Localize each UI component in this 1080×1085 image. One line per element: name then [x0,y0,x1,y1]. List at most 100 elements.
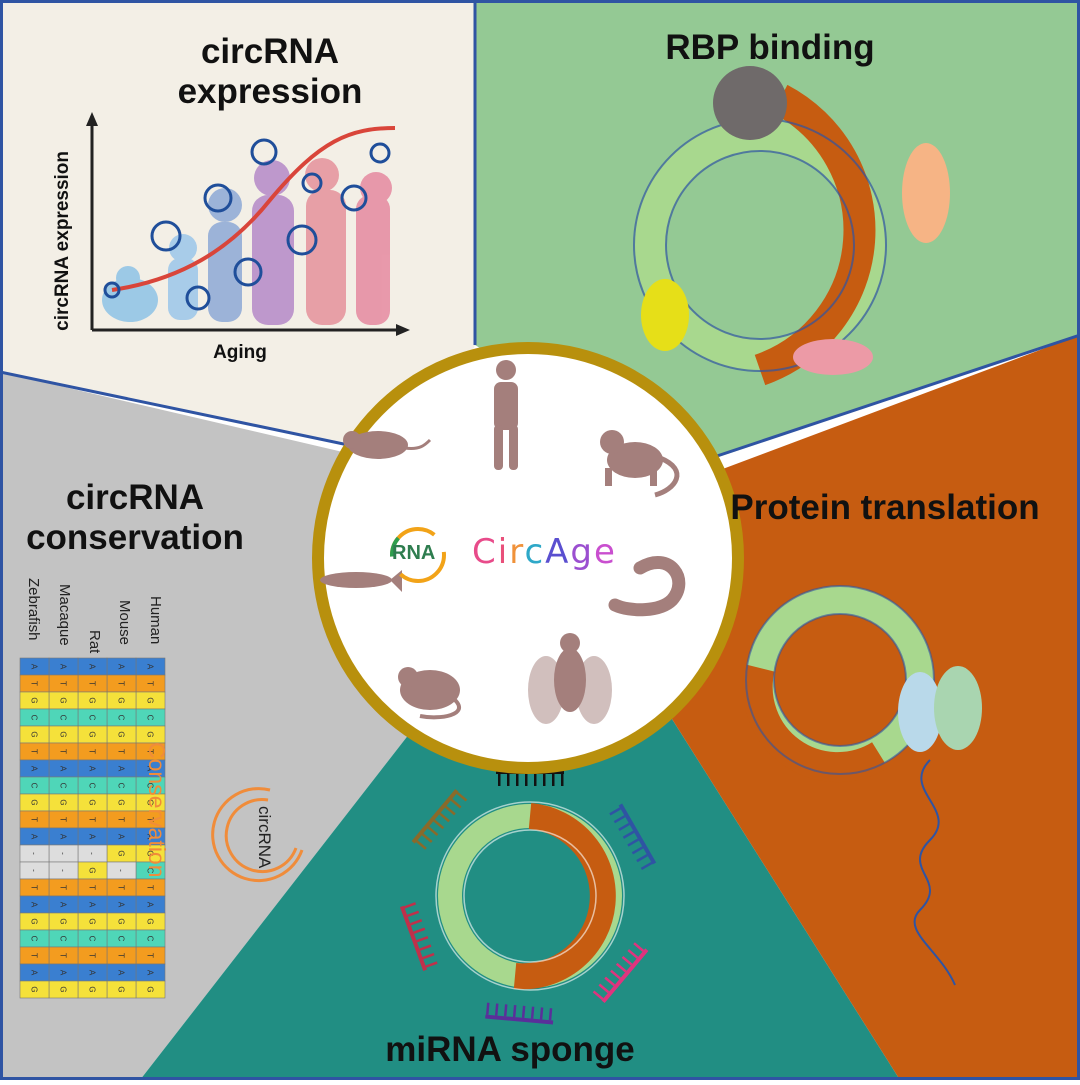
alignment-base: A [30,664,39,670]
panel-rbp-bg [475,0,1080,470]
ribosome-large [934,666,982,750]
alignment-base: T [59,885,68,890]
alignment-base: G [146,731,155,737]
alignment-base: G [30,986,39,992]
rbp-protein-peach [902,143,950,243]
mirna-comb [592,942,649,1004]
title-circrna-expression: circRNA expression [177,32,363,112]
title-protein-translation: Protein translation [730,488,1040,527]
alignment-base: T [146,817,155,822]
alignment-base: C [59,715,68,721]
alignment-base: T [30,681,39,686]
alignment-base: G [146,799,155,805]
alignment-base: G [117,799,126,805]
peptide-chain [913,759,956,986]
alignment-base: G [117,986,126,992]
alignment-grid: AAAAATTTTTGGGGGCCCCCGGGGGTTTTTAAAAACCCCC… [19,657,166,999]
alignment-base: A [30,766,39,772]
logo-letter: c [524,532,546,572]
logo-letter: C [472,532,498,572]
alignment-base: G [59,697,68,703]
conservation-label: Conservation [144,742,170,878]
species-label-rat: Rat [86,630,103,654]
alignment-base: T [88,953,97,958]
alignment-base: G [30,731,39,737]
rbp-protein-pink [793,339,873,375]
alignment-base: T [59,817,68,822]
alignment-base: G [30,697,39,703]
alignment-base: G [117,918,126,924]
alignment-base: A [117,664,126,670]
alignment-base: A [88,766,97,772]
alignment-base: T [30,953,39,958]
alignment-base: T [146,681,155,686]
panel-mirna-bg [140,700,900,1080]
alignment-base: A [146,834,155,840]
rbp-protein-yellow [641,279,689,351]
alignment-base: A [88,664,97,670]
circage-logo: RNA CircAge [386,528,706,582]
alignment-base: - [59,852,68,855]
alignment-base: A [59,664,68,670]
alignment-base: T [117,681,126,686]
mirna-comb [411,788,468,850]
species-silhouettes [320,360,686,724]
alignment-base: G [88,731,97,737]
alignment-base: A [59,902,68,908]
species-label-human: Human [147,596,164,645]
alignment-base: G [146,986,155,992]
alignment-base: C [88,936,97,942]
alignment-base: C [117,715,126,721]
mirna-comb [399,902,438,972]
rbp-ring [633,66,950,386]
alignment-base: C [146,783,155,789]
rbp-protein-grey [713,66,787,140]
mirna-combs [399,770,657,1025]
alignment-base: G [30,799,39,805]
alignment-base: T [30,817,39,822]
alignment-base: G [117,697,126,703]
alignment-base: T [146,885,155,890]
alignment-base: G [88,799,97,805]
alignment-base: C [146,715,155,721]
alignment-base: A [88,834,97,840]
alignment-base: A [59,766,68,772]
alignment-base: A [146,970,155,976]
alignment-base: A [59,970,68,976]
title-circrna-conservation: circRNA conservation [26,478,244,558]
title-rbp-binding: RBP binding [665,28,875,67]
y-axis-label: circRNA expression [52,150,74,331]
logo-name: CircAge [472,532,617,572]
alignment-base: A [117,766,126,772]
expression-trend-curve [111,126,396,292]
alignment-base: G [88,986,97,992]
translation-ring [742,585,982,986]
alignment-base: G [88,918,97,924]
alignment-base: G [88,867,97,873]
alignment-base: T [30,749,39,754]
logo-letter: i [497,532,510,572]
alignment-base: - [117,869,126,872]
alignment-base: G [59,918,68,924]
human-icon [494,360,518,470]
alignment-base: G [59,731,68,737]
species-label-macaque: Macaque [56,584,73,646]
alignment-base: - [59,869,68,872]
alignment-base: T [88,817,97,822]
alignment-base: G [146,918,155,924]
alignment-base: A [88,902,97,908]
worm-icon [608,556,686,617]
alignment-base: T [88,749,97,754]
rat-icon [343,431,432,459]
alignment-base: A [146,766,155,772]
species-label-zebrafish: Zebrafish [25,578,42,641]
x-axis-label: Aging [213,342,267,363]
ribosome-small [898,672,942,752]
alignment-base: A [146,664,155,670]
mouse-icon [398,667,461,720]
conservation-circ-icon [211,787,304,883]
alignment-base: G [30,918,39,924]
logo-letter: r [509,532,525,572]
alignment-base: T [88,885,97,890]
